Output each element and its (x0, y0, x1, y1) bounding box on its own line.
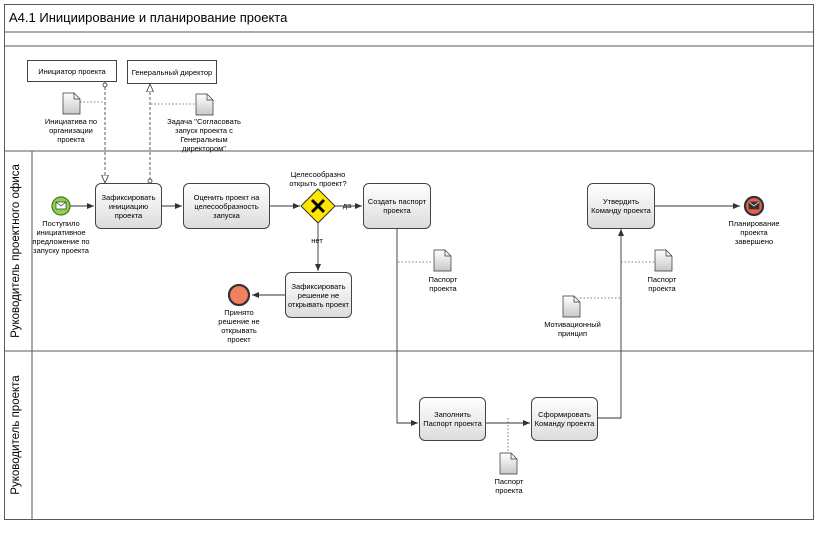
participant-director: Генеральный директор (127, 60, 217, 84)
gateway-yes-label: да (342, 201, 352, 210)
task-create-passport[interactable]: Создать паспорт проекта (363, 183, 431, 229)
end-event-label: Планирование проекта завершено (728, 219, 780, 246)
gateway-question: Целесообразно открыть проект? (289, 170, 347, 188)
doc-passport-label-3: Паспорт проекта (494, 477, 524, 495)
start-event-label: Поступило инициативное предложение по за… (32, 219, 90, 255)
task-fill-passport[interactable]: Заполнить Паспорт проекта (419, 397, 486, 441)
start-event (51, 196, 71, 216)
document-icon (499, 452, 518, 475)
task-evaluate[interactable]: Оценить проект на целесообразность запус… (183, 183, 270, 229)
lane-pm-label: Руководитель проекта (10, 375, 22, 495)
doc-passport-label-2: Паспорт проекта (647, 275, 677, 293)
end-event (743, 195, 765, 217)
document-icon (562, 295, 581, 318)
document-icon (654, 249, 673, 272)
doc-task-label: Задача "Согласовать запуск проекта с Ген… (167, 117, 241, 153)
document-icon (195, 93, 214, 116)
document-icon (62, 92, 81, 115)
doc-passport-label-1: Паспорт проекта (428, 275, 458, 293)
rejected-end-event (227, 283, 251, 307)
lane-pmo-label: Руководитель проектного офиса (10, 164, 22, 338)
diagram-frame (4, 4, 814, 520)
task-fix-rejection[interactable]: Зафиксировать решение не открывать проек… (285, 272, 352, 318)
task-approve-team[interactable]: Утвердить Команду проекта (587, 183, 655, 229)
task-fix-initiation[interactable]: Зафиксировать инициацию проекта (95, 183, 162, 229)
document-icon (433, 249, 452, 272)
rejected-event-label: Принято решение не открывать проект (218, 308, 260, 344)
participant-initiator: Инициатор проекта (27, 60, 117, 82)
doc-motivation-label: Мотивационный принцип (544, 320, 601, 338)
task-form-team[interactable]: Сформировать Команду проекта (531, 397, 598, 441)
exclusive-gateway (300, 188, 336, 224)
diagram-title: A4.1 Инициирование и планирование проект… (9, 10, 288, 25)
gateway-no-label: нет (311, 236, 323, 245)
doc-initiative-label: Инициатива по организации проекта (44, 117, 98, 144)
